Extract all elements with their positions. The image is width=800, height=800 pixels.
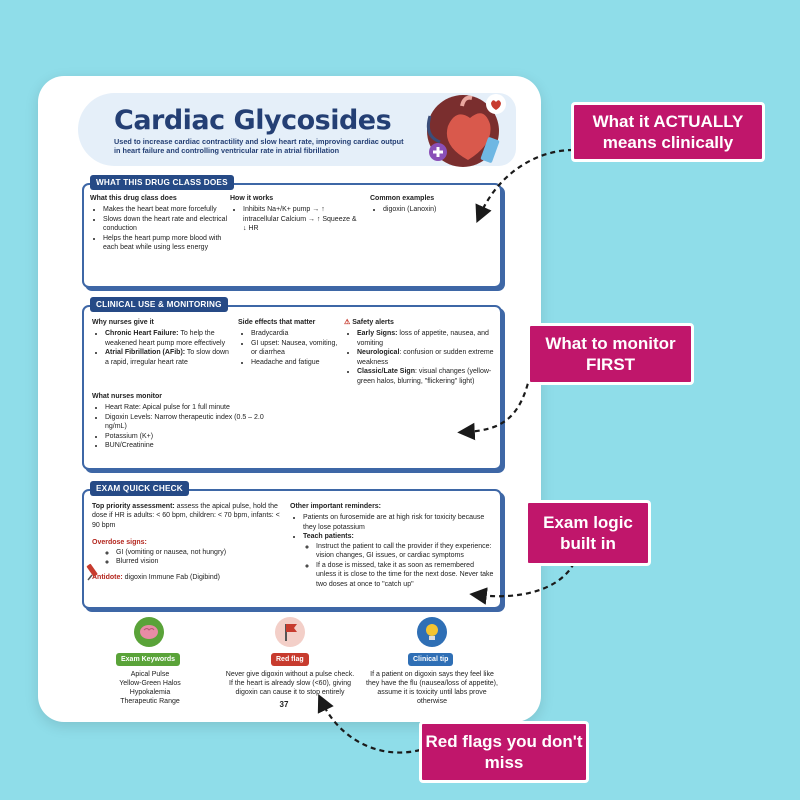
lightbulb-icon [417,617,447,647]
warning-icon: ⚠ [344,319,351,326]
list-item: Atrial Fibrillation (AFib): To slow down… [105,348,234,367]
reminders-column: Other important reminders: Patients on f… [290,502,494,589]
exam-quick-check-card: EXAM QUICK CHECK Top priority assessment… [82,481,502,609]
page-title: Cardiac Glycosides [114,105,392,136]
section-heading: EXAM QUICK CHECK [90,481,189,496]
list-item: Chronic Heart Failure: To help the weake… [105,329,234,348]
callout-monitor-first: What to monitor FIRST [527,323,694,385]
red-flag-label: Red flag [271,653,309,666]
how-column: How it works Inhibits Na+/K+ pump → ↑ in… [230,194,362,234]
list-item: Bradycardia [251,329,344,338]
exam-keywords-label: Exam Keywords [116,653,181,666]
list-item: Blurred vision [116,557,284,566]
clinical-tip-label: Clinical tip [408,653,454,666]
list-item: GI upset: Nausea, vomiting, or diarrhea [251,339,344,358]
list-item: BUN/Creatinine [105,441,282,450]
list-item: Potassium (K+) [105,432,282,441]
monitor-column: What nurses monitor Heart Rate: Apical p… [92,392,282,451]
worksheet-page: Cardiac Glycosides Used to increase card… [38,76,541,722]
callout-clinical-meaning: What it ACTUALLY means clinically [571,102,765,162]
list-item: Slows down the heart rate and electrical… [103,215,230,234]
what-drug-does-card: WHAT THIS DRUG CLASS DOES What this drug… [82,175,502,288]
list-item: If a dose is missed, take it as soon as … [316,561,494,589]
safety-column: ⚠ Safety alerts Early Signs: loss of app… [344,318,494,386]
list-item: Early Signs: loss of appetite, nausea, a… [357,329,494,348]
callout-exam-logic: Exam logic built in [525,500,651,566]
flag-icon [275,617,305,647]
side-effects-column: Side effects that matter Bradycardia GI … [238,318,344,367]
list-item: Patients on furosemide are at high risk … [303,513,494,532]
syringe-icon [86,563,98,581]
list-item: Teach patients: Instruct the patient to … [303,532,494,589]
clinical-tip-text: If a patient on digoxin says they feel l… [366,671,498,706]
list-item: digoxin (Lanoxin) [383,205,490,214]
page-number: 37 [279,700,289,709]
page-subtitle: Used to increase cardiac contractility a… [114,137,404,156]
brain-icon [134,617,164,647]
examples-column: Common examples digoxin (Lanoxin) [370,194,490,215]
list-item: Classic/Late Sign: visual changes (yello… [357,367,494,386]
priority-column: Top priority assessment: assess the apic… [92,502,284,582]
keywords-list: Apical Pulse Yellow-Green Halos Hypokale… [119,671,181,706]
section-heading: CLINICAL USE & MONITORING [90,297,228,312]
list-item: Helps the heart pump more blood with eac… [103,234,230,253]
why-column: Why nurses give it Chronic Heart Failure… [92,318,234,367]
section-heading: WHAT THIS DRUG CLASS DOES [90,175,234,190]
list-item: Heart Rate: Apical pulse for 1 full minu… [105,403,282,412]
red-flag-text: Never give digoxin without a pulse check… [225,671,355,697]
list-item: Digoxin Levels: Narrow therapeutic index… [105,413,282,432]
list-item: Inhibits Na+/K+ pump → ↑ intracellular C… [243,205,362,233]
heart-illustration-icon [426,94,506,167]
what-column: What this drug class does Makes the hear… [90,194,230,253]
list-item: Headache and fatigue [251,358,344,367]
clinical-use-card: CLINICAL USE & MONITORING Why nurses giv… [82,297,502,470]
list-item: Neurological: confusion or sudden extrem… [357,348,494,367]
callout-red-flags: Red flags you don't miss [419,721,589,783]
list-item: GI (vomiting or nausea, not hungry) [116,548,284,557]
list-item: Instruct the patient to call the provide… [316,542,494,561]
list-item: Makes the heart beat more forcefully [103,205,230,214]
